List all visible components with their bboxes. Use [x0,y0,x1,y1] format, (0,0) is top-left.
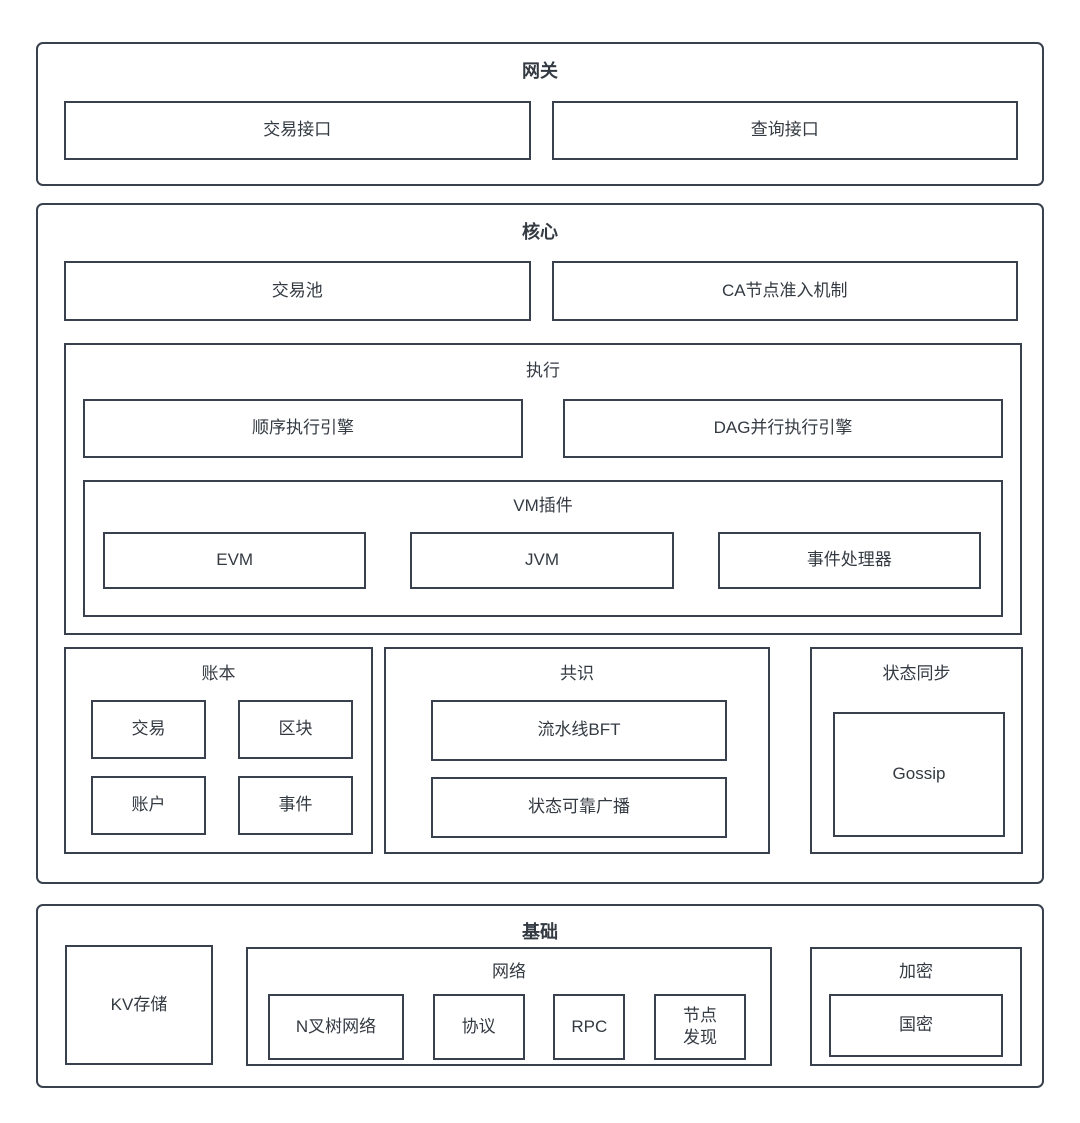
box-kv-storage: KV存储 [65,945,213,1065]
box-account: 账户 [91,776,206,835]
box-sequential-engine: 顺序执行引擎 [83,399,523,458]
ledger-title: 账本 [201,664,236,683]
crypto-title: 加密 [899,962,933,981]
network-title: 网络 [492,962,526,981]
box-jvm: JVM [410,532,674,589]
consensus-title: 共识 [560,664,594,683]
box-rpc: RPC [553,994,626,1060]
gateway-row: 交易接口 查询接口 [64,101,1018,160]
box-node-discovery: 节点发现 [653,994,746,1060]
ledger-group: 账本 交易 区块 账户 事件 [64,647,373,854]
execution-group: 执行 顺序执行引擎 DAG并行执行引擎 VM插件 EVM JVM 事件处理器 [64,343,1022,635]
gateway-section: 网关 交易接口 查询接口 [36,42,1044,186]
box-ca-admission: CA节点准入机制 [551,261,1018,321]
ledger-grid: 交易 区块 账户 事件 [91,700,353,835]
base-section: 基础 KV存储 网络 N叉树网络 协议 RPC 节点发现 加密 国密 [36,904,1044,1088]
box-evm: EVM [103,532,367,589]
box-event-handler: 事件处理器 [717,532,981,589]
core-section: 核心 交易池 CA节点准入机制 执行 顺序执行引擎 DAG并行执行引擎 VM插件… [36,203,1044,884]
box-transaction-interface: 交易接口 [64,101,531,160]
consensus-group: 共识 流水线BFT 状态可靠广播 [384,647,770,854]
gateway-title: 网关 [522,61,558,81]
box-event: 事件 [238,776,353,835]
box-dag-parallel-engine: DAG并行执行引擎 [563,399,1003,458]
crypto-group: 加密 国密 [810,947,1022,1066]
vm-plugin-group: VM插件 EVM JVM 事件处理器 [83,480,1003,617]
state-sync-title: 状态同步 [882,664,951,683]
network-group: 网络 N叉树网络 协议 RPC 节点发现 [246,947,772,1066]
box-guomi: 国密 [829,994,1003,1057]
box-transaction-pool: 交易池 [64,261,531,321]
core-title: 核心 [522,222,558,242]
vm-plugin-title: VM插件 [513,496,573,515]
base-title: 基础 [522,922,558,942]
box-pipeline-bft: 流水线BFT [431,700,727,761]
consensus-items: 流水线BFT 状态可靠广播 [431,700,727,838]
box-transaction: 交易 [91,700,206,759]
box-gossip: Gossip [833,712,1005,837]
execution-title: 执行 [526,361,560,380]
box-nary-tree-network: N叉树网络 [268,994,404,1060]
box-query-interface: 查询接口 [551,101,1018,160]
box-block: 区块 [238,700,353,759]
state-sync-group: 状态同步 Gossip [810,647,1023,854]
core-top-row: 交易池 CA节点准入机制 [64,261,1018,321]
vm-plugin-row: EVM JVM 事件处理器 [103,532,981,589]
box-protocol: 协议 [432,994,525,1060]
execution-engines-row: 顺序执行引擎 DAG并行执行引擎 [83,399,1003,458]
box-state-reliable-broadcast: 状态可靠广播 [431,777,727,838]
network-row: N叉树网络 协议 RPC 节点发现 [268,994,746,1060]
